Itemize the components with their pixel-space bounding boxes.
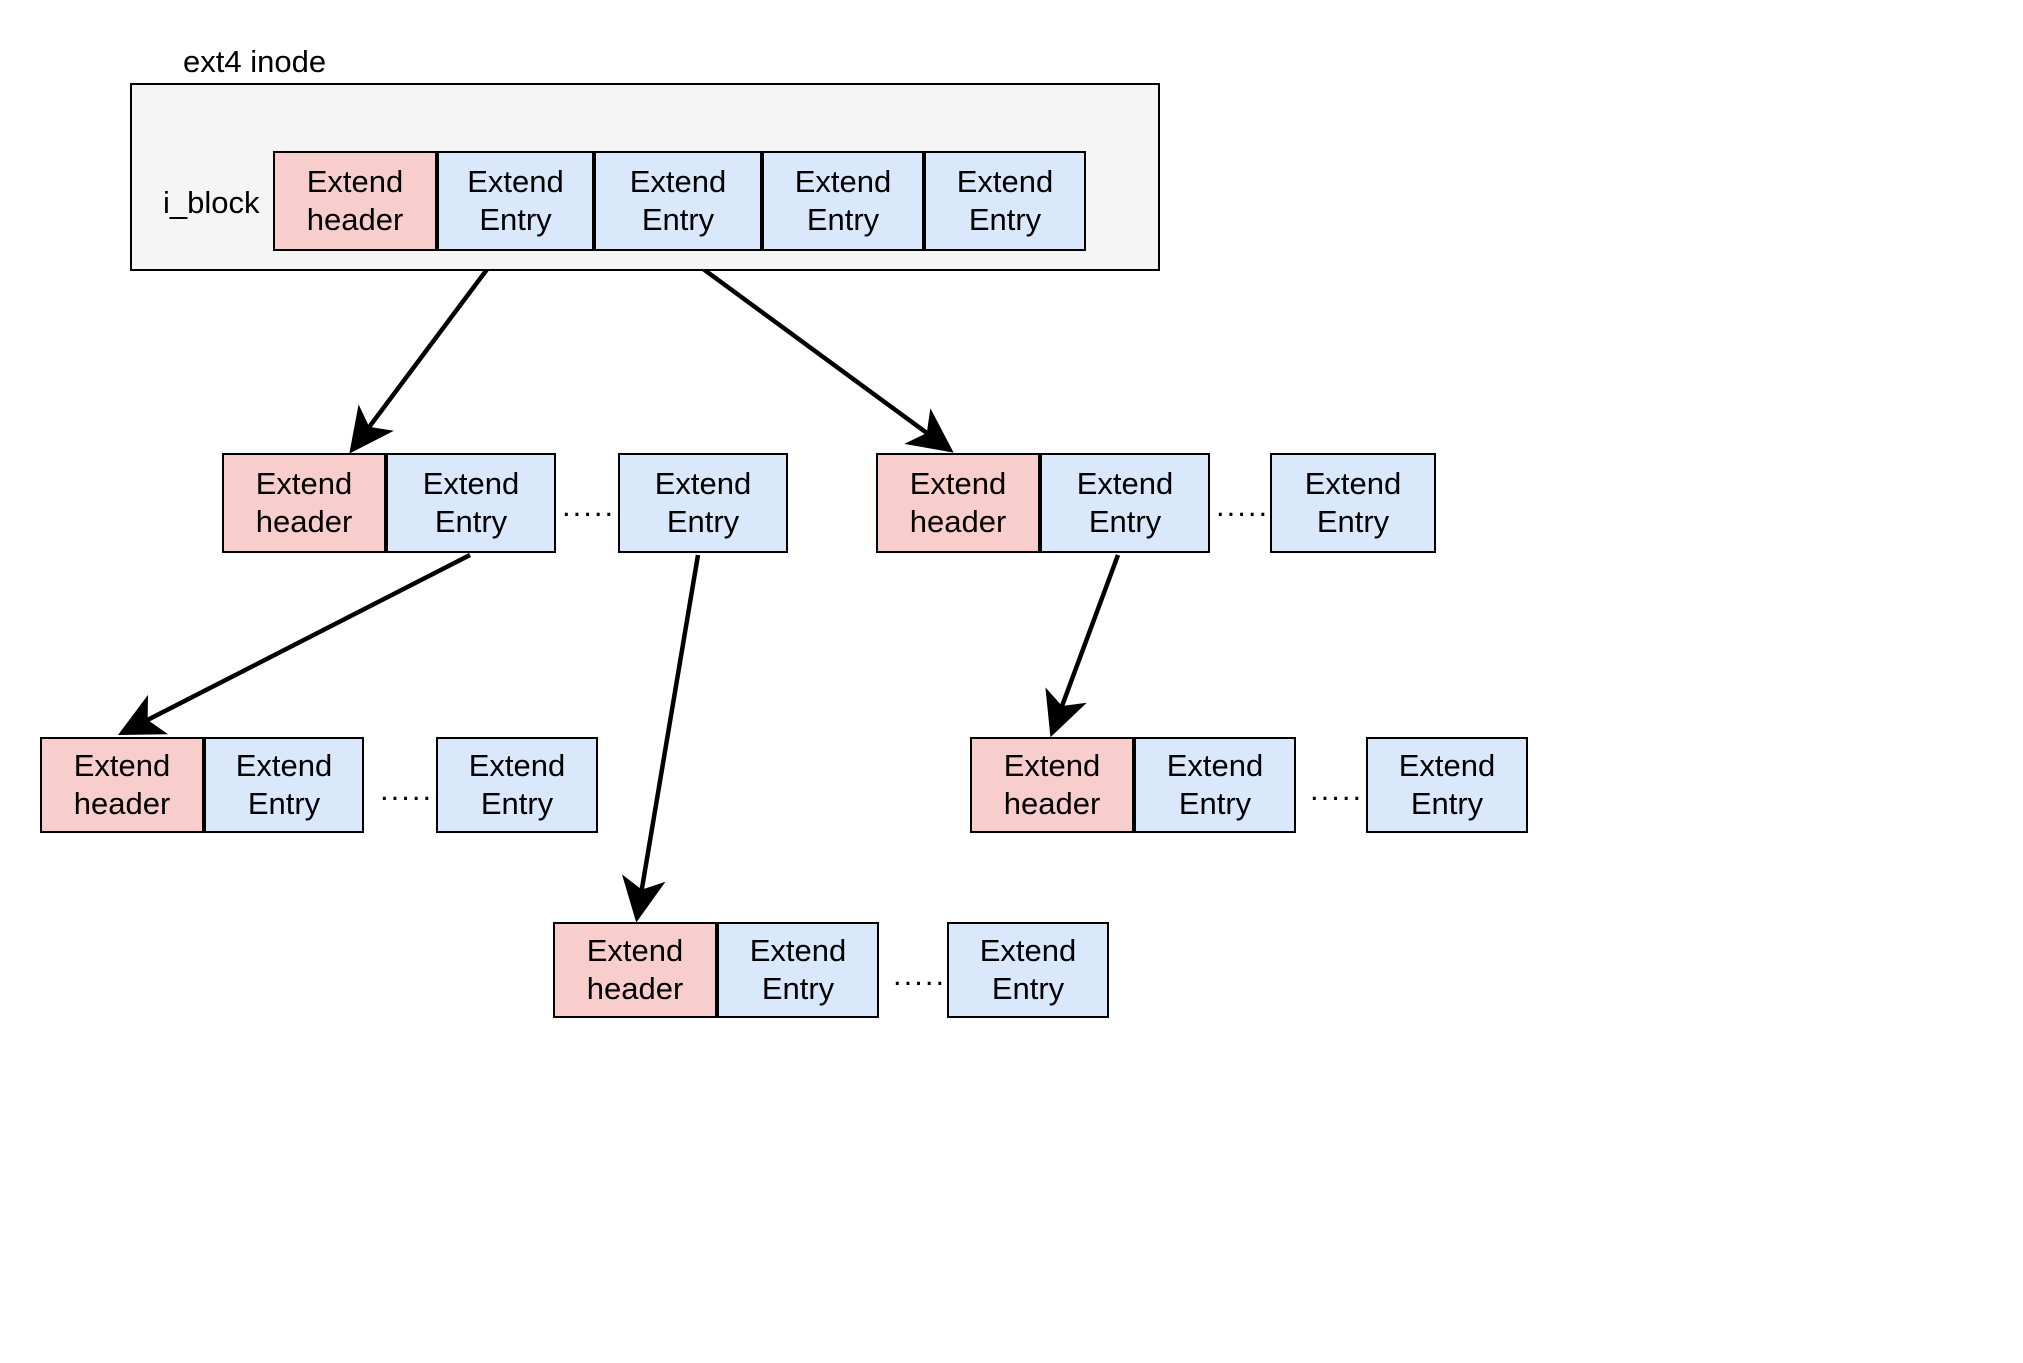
level-4-group-center-header-0[interactable]: Extend header [553,922,717,1018]
level-3-group-right-tail-entry[interactable]: Extend Entry [1366,737,1528,833]
level-2-group-left-ellipsis: ...... [562,488,626,523]
level-3-group-right-header-0[interactable]: Extend header [970,737,1134,833]
level-2-group-left-header-0[interactable]: Extend header [222,453,386,553]
level-2-group-right-entry-1[interactable]: Extend Entry [1040,453,1210,553]
arrow-inode-entry1-to-level2-left [349,250,502,454]
level-3-group-left-tail-entry[interactable]: Extend Entry [436,737,598,833]
level-2-group-right-tail-entry[interactable]: Extend Entry [1270,453,1436,553]
i-block-label: i_block [163,185,260,220]
inode-iblock-entry-2[interactable]: Extend Entry [594,151,762,251]
level-2-group-right-ellipsis: ...... [1216,488,1280,523]
arrow-level2-left-to-level3-left [117,552,472,736]
arrow-inode-entry2-to-level2-right [678,250,954,453]
level-2-group-left-tail-entry[interactable]: Extend Entry [618,453,788,553]
level-3-group-left-header-0[interactable]: Extend header [40,737,204,833]
page-title: ext4 inode [183,44,327,79]
inode-iblock-entry-4[interactable]: Extend Entry [924,151,1086,251]
arrow-level2-right-to-level3-right [1045,554,1121,738]
inode-iblock-entry-3[interactable]: Extend Entry [762,151,924,251]
level-3-group-right-ellipsis: ...... [1310,772,1374,807]
level-3-group-left-entry-1[interactable]: Extend Entry [204,737,364,833]
level-4-group-center-tail-entry[interactable]: Extend Entry [947,922,1109,1018]
level-3-group-left-ellipsis: ...... [380,772,444,807]
inode-iblock-entry-1[interactable]: Extend Entry [437,151,594,251]
arrow-level2-left-tail-to-level4 [621,554,701,923]
inode-iblock-header-0[interactable]: Extend header [273,151,437,251]
level-4-group-center-entry-1[interactable]: Extend Entry [717,922,879,1018]
level-2-group-right-header-0[interactable]: Extend header [876,453,1040,553]
level-4-group-center-ellipsis: ...... [893,957,957,992]
level-2-group-left-entry-1[interactable]: Extend Entry [386,453,556,553]
level-3-group-right-entry-1[interactable]: Extend Entry [1134,737,1296,833]
